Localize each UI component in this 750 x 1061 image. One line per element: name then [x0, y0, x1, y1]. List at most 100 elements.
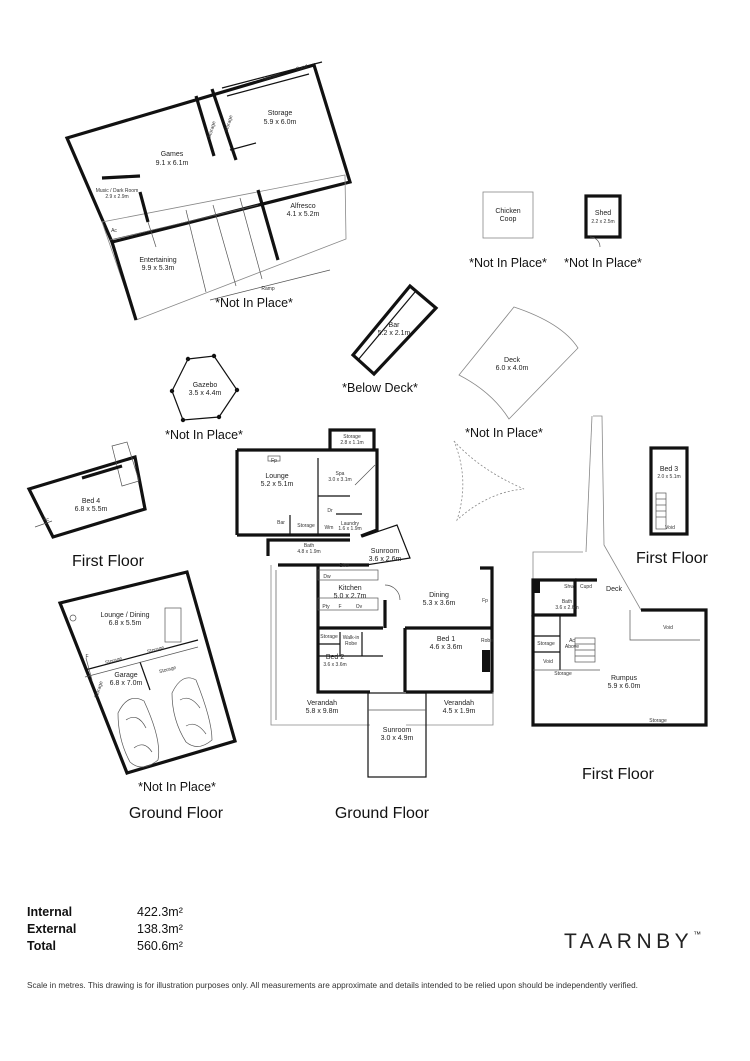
- alfresco-name: Alfresco: [290, 203, 315, 210]
- area-label: Total: [27, 939, 56, 953]
- storage-garage-4: Storage: [93, 680, 104, 699]
- brand-name: TAARNBY: [564, 930, 694, 953]
- music-room-size: 2.9 x 2.9m: [105, 194, 128, 200]
- cupd-label: Cupd: [295, 63, 308, 72]
- first-floor-label-bottom: First Floor: [582, 766, 655, 783]
- shed-name: Shed: [595, 210, 611, 217]
- car-icon-2: [171, 677, 213, 747]
- dining-size: 5.3 x 3.6m: [423, 600, 456, 607]
- games-size: 9.1 x 6.1m: [156, 160, 189, 167]
- storage-kitchen-label: Storage: [320, 634, 338, 640]
- storage-strip-label: Storage: [262, 72, 281, 83]
- garage-name: Garage: [114, 672, 137, 679]
- ov-label: Ov: [356, 604, 363, 610]
- void-first-2: Void: [663, 625, 673, 631]
- storage-top-name: Storage: [268, 110, 293, 117]
- verandah-left-name: Verandah: [307, 700, 337, 707]
- storage-garage-1: Storage: [105, 656, 124, 666]
- area-summary: Internal 422.3m² External 138.3m² Total …: [27, 904, 183, 955]
- bar-deck-size: 5.2 x 2.1m: [378, 330, 411, 337]
- bed1-size: 4.6 x 3.6m: [430, 644, 463, 651]
- ramp-label: Ramp: [261, 286, 275, 292]
- garage-building-plan: Lounge / Dining 6.8 x 5.5m F Storage Sto…: [57, 570, 237, 822]
- above-label: Above: [565, 644, 579, 650]
- dr-label: Dr: [327, 508, 333, 514]
- shw-label-first: Shw: [564, 584, 574, 590]
- bed3-size: 2.0 x 5.1m: [657, 474, 680, 480]
- gazebo-note: *Not In Place*: [165, 428, 243, 442]
- shed-note: *Not In Place*: [564, 256, 642, 270]
- deck-small-label: Deck: [606, 586, 622, 593]
- storage-first-label-2: Storage: [554, 671, 572, 677]
- storage-small-label: Storage: [297, 523, 315, 529]
- bed1-name: Bed 1: [437, 636, 455, 643]
- shed-size: 2.2 x 2.5m: [591, 219, 614, 225]
- verandah-right-size: 4.5 x 1.9m: [443, 708, 476, 715]
- area-label: Internal: [27, 905, 73, 919]
- storage-garage-3: Storage: [159, 665, 178, 675]
- bed2-name: Bed 2: [326, 654, 344, 661]
- wm-label: Wm: [325, 525, 334, 531]
- below-deck-note: *Below Deck*: [342, 381, 418, 395]
- outbuilding-not-in-place-note: *Not In Place*: [215, 296, 293, 310]
- f-label: F: [338, 604, 341, 610]
- brand-logo: TAARNBY™: [564, 930, 701, 954]
- chicken-coop-line1: Chicken: [495, 208, 520, 215]
- music-room-name: Music / Dark Room: [96, 188, 139, 194]
- lounge-dining-size: 6.8 x 5.5m: [109, 620, 142, 627]
- rumpus-size: 5.9 x 6.0m: [608, 683, 641, 690]
- chicken-coop-note: *Not In Place*: [469, 256, 547, 270]
- storage-top-size: 5.9 x 6.0m: [264, 119, 297, 126]
- walkin-line1: Walk-in: [343, 635, 360, 641]
- storage-main-name: Storage: [343, 434, 361, 440]
- robe-label: Robe: [481, 638, 493, 644]
- area-row-external: External 138.3m²: [27, 921, 183, 938]
- bed4-name: Bed 4: [82, 498, 100, 505]
- car-icon-1: [117, 698, 160, 768]
- entertaining-size: 9.9 x 5.3m: [142, 265, 175, 272]
- outbuilding-plan: Storage Cupd Storage 5.9 x 6.0m Storage …: [64, 61, 353, 321]
- dw-label: Dw: [323, 574, 331, 580]
- first-floor-label-left: First Floor: [72, 553, 145, 570]
- storage-main-size: 2.8 x 1.1m: [340, 440, 363, 446]
- gazebo-size: 3.5 x 4.4m: [189, 390, 222, 397]
- walkin-line2: Robe: [345, 641, 357, 647]
- lounge-dining-name: Lounge / Dining: [100, 612, 149, 619]
- bed2-size: 3.6 x 3.6m: [323, 662, 346, 668]
- area-label: External: [27, 922, 77, 936]
- shed-plan: Shed 2.2 x 2.5m *Not In Place*: [564, 194, 642, 270]
- garage-not-in-place-note: *Not In Place*: [138, 780, 216, 794]
- lounge-name: Lounge: [265, 473, 288, 480]
- bed4-plan: Ac Bed 4 6.8 x 5.5m First Floor: [26, 441, 147, 570]
- gazebo-plan: Gazebo 3.5 x 4.4m *Not In Place*: [165, 353, 243, 442]
- laundry-name: Laundry: [341, 521, 360, 527]
- bath-main-size: 4.8 x 1.9m: [297, 549, 320, 555]
- void-first-1: Void: [543, 659, 553, 665]
- entertaining-name: Entertaining: [139, 257, 176, 264]
- rumpus-name: Rumpus: [611, 675, 638, 682]
- sunroom-top-name: Sunroom: [371, 548, 400, 555]
- games-name: Games: [161, 151, 184, 158]
- disclaimer-text: Scale in metres. This drawing is for ill…: [27, 981, 638, 990]
- area-value: 560.6m²: [137, 939, 183, 953]
- storage-first-label: Storage: [537, 641, 555, 647]
- laundry-size: 1.6 x 1.9m: [338, 526, 361, 532]
- ac-label-bed4: Ac: [43, 517, 49, 523]
- fp-dining: Fp: [482, 598, 488, 604]
- bed3-plan: Bed 3 2.0 x 5.1m Void First Floor: [636, 446, 709, 567]
- bath-first-size: 3.6 x 2.6m: [555, 605, 578, 611]
- garage-size: 6.8 x 7.0m: [110, 680, 143, 687]
- deck-plan: Deck 6.0 x 4.0m *Not In Place*: [458, 306, 579, 440]
- first-floor-right-plan: Shw Cupd Bath 3.6 x 2.6m Deck Storage Ac…: [531, 415, 708, 783]
- area-row-total: Total 560.6m²: [27, 938, 183, 955]
- ground-floor-label-left: Ground Floor: [129, 805, 224, 822]
- spa-name: Spa: [336, 471, 345, 477]
- area-value: 138.3m²: [137, 922, 183, 936]
- first-floor-label-right: First Floor: [636, 550, 709, 567]
- bar-deck-name: Bar: [389, 322, 401, 329]
- bath-first-name: Bath: [562, 599, 573, 605]
- storage-vertical-1: Storage: [207, 120, 218, 139]
- verandah-left-size: 5.8 x 9.8m: [306, 708, 339, 715]
- bed4-size: 6.8 x 5.5m: [75, 506, 108, 513]
